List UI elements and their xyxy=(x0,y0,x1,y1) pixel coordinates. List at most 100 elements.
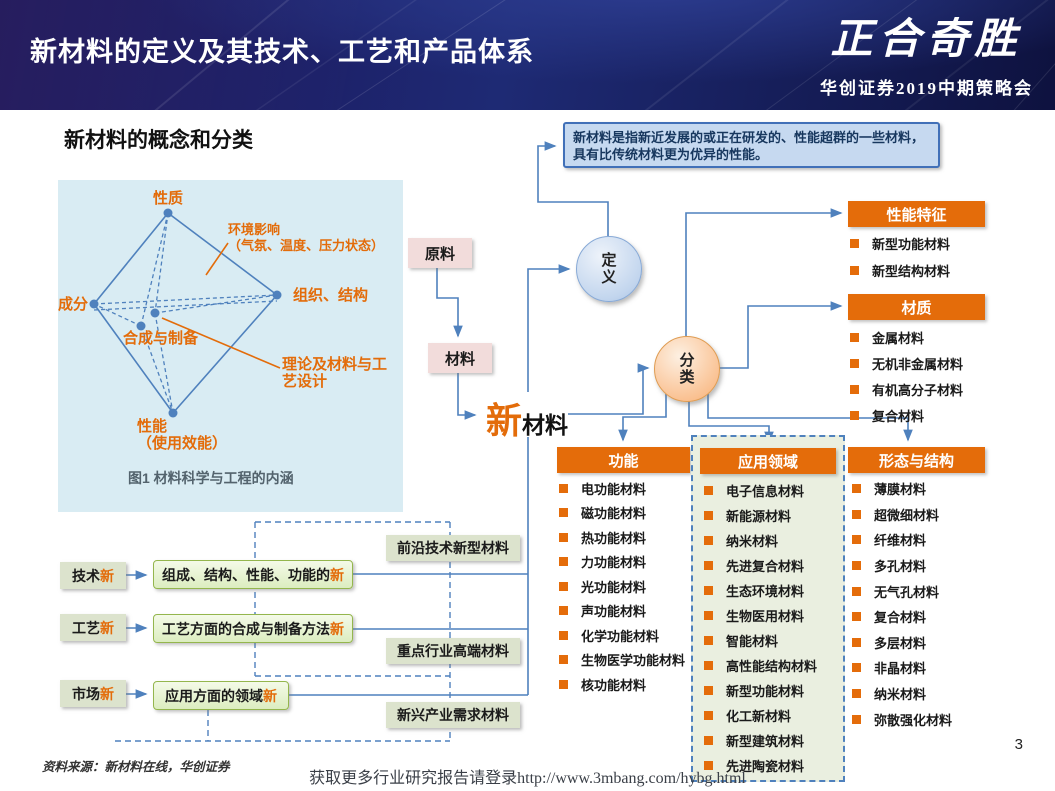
bullet-square-icon xyxy=(704,661,713,670)
bullet-square-icon xyxy=(852,689,861,699)
node-label-synthesis: 合成与制备 xyxy=(123,330,199,347)
category-item: 超微细材料 xyxy=(852,502,952,528)
bullet-square-icon xyxy=(704,636,713,645)
category-item: 新型功能材料 xyxy=(850,230,950,257)
category-item: 化工新材料 xyxy=(704,703,817,728)
category-item: 先进复合材料 xyxy=(704,553,817,578)
category-item-label: 新型功能材料 xyxy=(726,684,805,699)
new-flow-desc-technology: 组成、结构、性能、功能的新 xyxy=(153,560,353,589)
category-item-label: 生物医用材料 xyxy=(726,609,805,624)
category-item-label: 无气孔材料 xyxy=(874,584,940,600)
node-label-performance: 性能 （使用效能） xyxy=(137,418,228,452)
new-flow-label-market: 市场新 xyxy=(60,680,126,707)
bullet-square-icon xyxy=(704,686,713,695)
bullet-square-icon xyxy=(559,532,568,542)
application-column-box: 应用领域 电子信息材料新能源材料纳米材料先进复合材料生态环境材料生物医用材料智能… xyxy=(691,435,845,782)
header-banner: 新材料的定义及其技术、工艺和产品体系 正合奇胜 华创证券2019中期策略会 xyxy=(0,0,1055,110)
category-item: 电功能材料 xyxy=(559,476,685,501)
bullet-square-icon xyxy=(559,679,568,689)
node-label-property: 性质 xyxy=(153,190,184,207)
annotation-theory-design: 理论及材料与工 艺设计 xyxy=(282,356,388,390)
category-item: 生物医用材料 xyxy=(704,603,817,628)
category-item-label: 电功能材料 xyxy=(581,481,647,497)
section-heading: 新材料的概念和分类 xyxy=(64,129,253,152)
category-item: 热功能材料 xyxy=(559,525,685,550)
category-item-label: 金属材料 xyxy=(872,330,925,346)
category-item-label: 非晶材料 xyxy=(874,661,927,677)
classification-node: 分类 xyxy=(654,336,720,402)
tetrahedron-figure xyxy=(89,208,282,418)
bullet-square-icon xyxy=(850,384,859,394)
brand-logo-subtitle: 华创证券2019中期策略会 xyxy=(820,79,1033,98)
bullet-square-icon xyxy=(852,561,861,571)
category-item: 金属材料 xyxy=(850,324,963,350)
bullet-square-icon xyxy=(704,761,713,770)
category-item-label: 纤维材料 xyxy=(874,533,927,549)
bullet-square-icon xyxy=(559,606,568,616)
category-item: 复合材料 xyxy=(850,402,963,428)
category-item-label: 薄膜材料 xyxy=(874,482,927,498)
bullet-square-icon xyxy=(559,630,568,640)
new-flow-desc-process: 工艺方面的合成与制备方法新 xyxy=(153,614,353,643)
category-item: 无机非金属材料 xyxy=(850,350,963,376)
new-char: 新 xyxy=(486,400,523,441)
raw-material-box: 原料 xyxy=(408,238,472,268)
node-label-composition: 成分 xyxy=(58,296,89,313)
category-item: 先进陶瓷材料 xyxy=(704,753,817,778)
bullet-square-icon xyxy=(704,511,713,520)
category-item-label: 纳米材料 xyxy=(726,534,779,549)
bullet-square-icon xyxy=(852,484,861,494)
category-item: 生态环境材料 xyxy=(704,578,817,603)
new-flow-label-process: 工艺新 xyxy=(60,614,126,641)
category-item-label: 生物医学功能材料 xyxy=(581,653,686,669)
bullet-square-icon xyxy=(704,611,713,620)
category-item-label: 新型建筑材料 xyxy=(726,734,805,749)
page-title: 新材料的定义及其技术、工艺和产品体系 xyxy=(30,37,534,67)
category-item-label: 声功能材料 xyxy=(581,604,647,620)
category-item-label: 光功能材料 xyxy=(581,579,647,595)
bullet-square-icon xyxy=(704,736,713,745)
category-header-application: 应用领域 xyxy=(700,448,836,474)
category-item: 光功能材料 xyxy=(559,574,685,599)
category-header-function: 功能 xyxy=(557,447,690,473)
category-item: 化学功能材料 xyxy=(559,623,685,648)
category-item-label: 新型功能材料 xyxy=(872,237,951,252)
bullet-square-icon xyxy=(704,486,713,495)
category-item: 纤维材料 xyxy=(852,527,952,553)
bullet-square-icon xyxy=(852,535,861,545)
definition-node: 定义 xyxy=(576,236,642,302)
bullet-square-icon xyxy=(559,557,568,567)
category-item: 磁功能材料 xyxy=(559,501,685,526)
category-list-application: 电子信息材料新能源材料纳米材料先进复合材料生态环境材料生物医用材料智能材料高性能… xyxy=(704,478,817,778)
category-item-label: 热功能材料 xyxy=(581,530,647,546)
category-item-label: 先进复合材料 xyxy=(726,559,805,574)
category-item: 新型结构材料 xyxy=(850,257,950,284)
category-item-label: 超微细材料 xyxy=(874,507,940,523)
category-item-label: 核功能材料 xyxy=(581,677,647,693)
category-item: 新能源材料 xyxy=(704,503,817,528)
new-flow-label-technology: 技术新 xyxy=(60,562,126,589)
category-item-label: 化学功能材料 xyxy=(581,628,660,644)
bullet-square-icon xyxy=(704,711,713,720)
category-item-label: 复合材料 xyxy=(874,610,927,626)
category-item: 无气孔材料 xyxy=(852,578,952,604)
category-item-label: 电子信息材料 xyxy=(726,484,805,499)
category-item-label: 无机非金属材料 xyxy=(872,356,964,372)
category-list-function: 电功能材料磁功能材料热功能材料力功能材料光功能材料声功能材料化学功能材料生物医学… xyxy=(559,476,685,697)
bullet-square-icon xyxy=(704,536,713,545)
bullet-square-icon xyxy=(852,714,861,724)
bullet-square-icon xyxy=(852,509,861,519)
category-item: 多层材料 xyxy=(852,630,952,656)
category-item-label: 力功能材料 xyxy=(581,555,647,571)
category-item-label: 生态环境材料 xyxy=(726,584,805,599)
category-list-form-structure: 薄膜材料超微细材料纤维材料多孔材料无气孔材料复合材料多层材料非晶材料纳米材料弥散… xyxy=(852,476,952,732)
bullet-square-icon xyxy=(852,586,861,596)
bullet-square-icon xyxy=(852,663,861,673)
bullet-square-icon xyxy=(850,410,859,420)
new-flow-result-frontier: 前沿技术新型材料 xyxy=(386,535,520,561)
category-item: 生物医学功能材料 xyxy=(559,648,685,673)
category-item-label: 先进陶瓷材料 xyxy=(726,759,805,774)
new-flow-result-key-industry: 重点行业高端材料 xyxy=(386,638,520,664)
category-item: 核功能材料 xyxy=(559,672,685,697)
